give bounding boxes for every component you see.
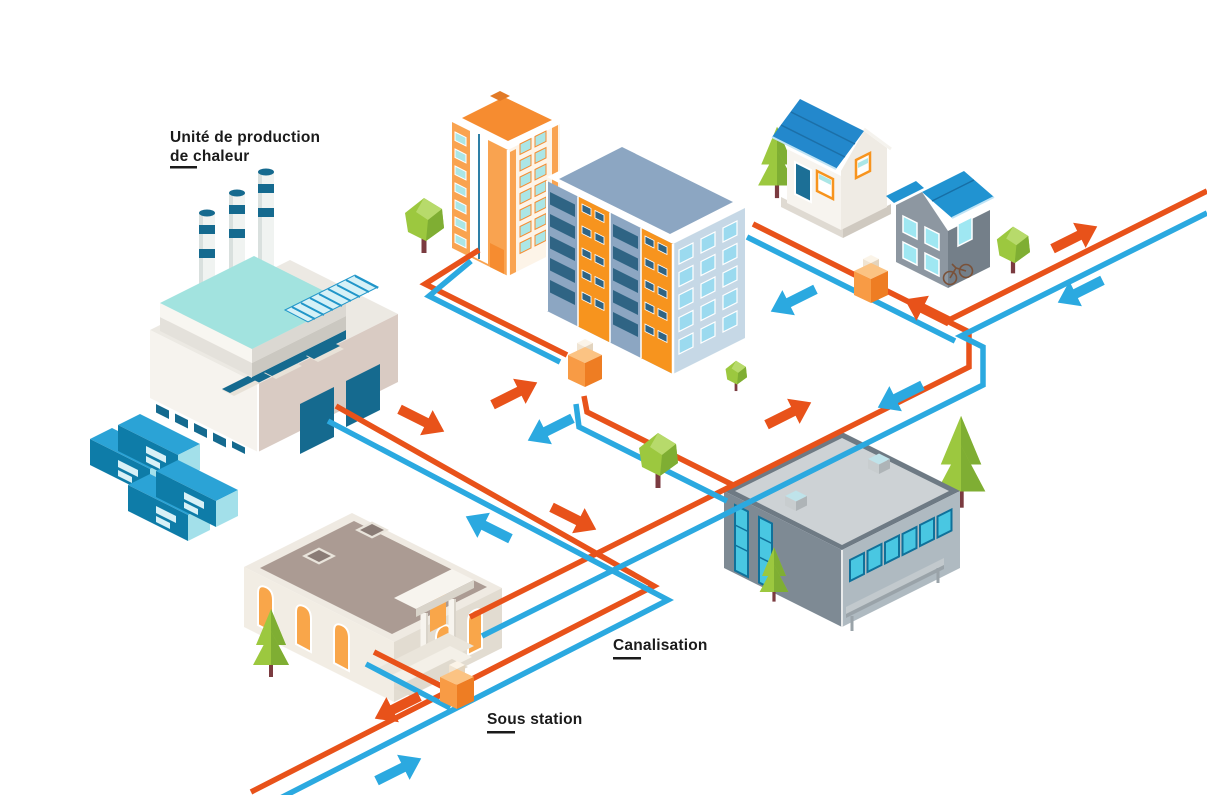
bicycle-icon bbox=[942, 263, 974, 286]
label-text: Canalisation bbox=[613, 637, 708, 654]
label-pipeline: Canalisation bbox=[613, 637, 708, 660]
two-storey-house bbox=[886, 171, 995, 288]
solar-panel bbox=[283, 274, 380, 323]
label-text: de chaleur bbox=[170, 148, 250, 165]
commercial-window-row bbox=[849, 507, 953, 583]
house-window bbox=[815, 168, 835, 202]
apartment-small-windows bbox=[581, 203, 668, 344]
factory-skylights bbox=[222, 342, 344, 396]
label-underline bbox=[170, 166, 197, 169]
house-door bbox=[794, 160, 812, 204]
label-text: Unité de production bbox=[170, 129, 320, 146]
small-house bbox=[771, 99, 892, 238]
house-windows bbox=[902, 214, 973, 278]
factory-roof-slab bbox=[160, 256, 346, 349]
apartment-end-windows bbox=[678, 220, 738, 355]
tower-windows-left bbox=[454, 131, 467, 249]
factory-doors bbox=[300, 364, 380, 454]
label-substation: Sous station bbox=[487, 711, 582, 734]
heat-production-plant bbox=[90, 168, 398, 541]
label-underline bbox=[613, 657, 641, 660]
tower-block bbox=[452, 91, 560, 276]
return-pipes bbox=[280, 210, 1207, 795]
containers bbox=[90, 414, 238, 541]
tower-windows-right bbox=[519, 130, 547, 255]
apartment-panels bbox=[550, 192, 638, 337]
factory-window-slits bbox=[156, 404, 245, 454]
label-heat-production-unit: Unité de production de chaleur bbox=[170, 129, 320, 169]
apartment-building bbox=[546, 141, 745, 374]
label-text: Sous station bbox=[487, 711, 582, 728]
roof-skylights bbox=[302, 521, 389, 565]
tower-door bbox=[490, 243, 504, 274]
pipe-network bbox=[249, 188, 1207, 795]
label-underline bbox=[487, 731, 515, 734]
bench bbox=[846, 558, 944, 631]
gable-window bbox=[854, 150, 872, 181]
